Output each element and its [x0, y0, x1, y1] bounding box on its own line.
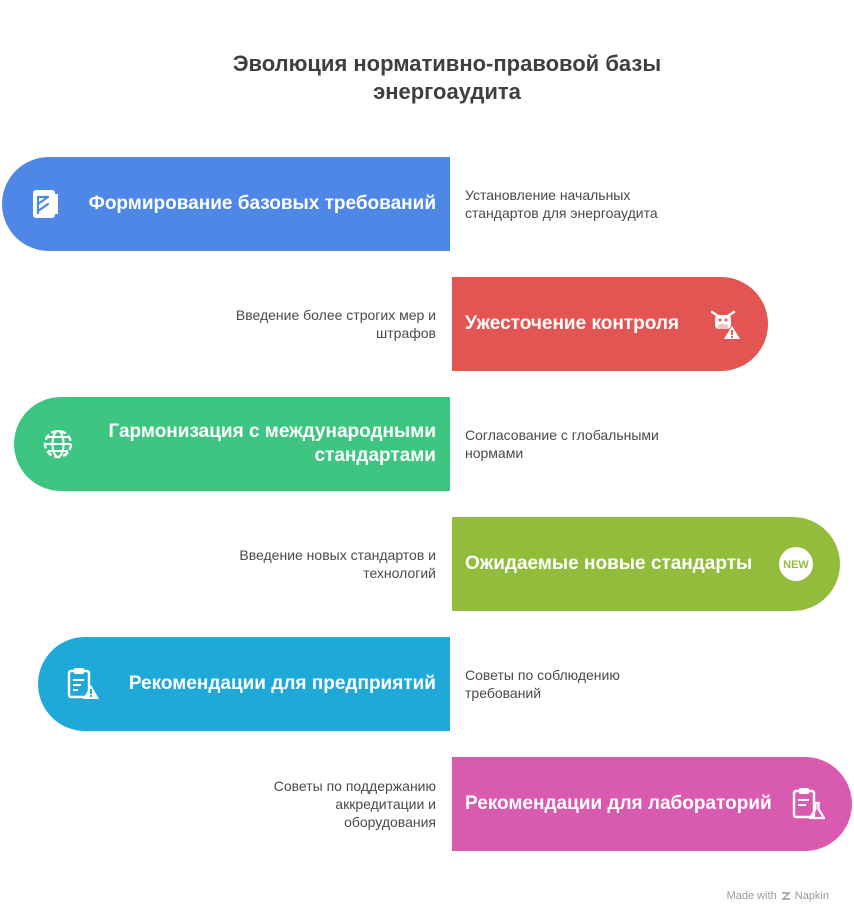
step-5-pill: Рекомендации для предприятий: [38, 637, 450, 731]
clipboard-warning-icon: [67, 668, 99, 699]
step-5-description: Советы по соблюдению требований: [465, 667, 620, 701]
step-1-description: Установление начальных стандартов для эн…: [465, 187, 658, 221]
step-5-label: Рекомендации для предприятий: [128, 673, 436, 694]
step-2-description: Введение более строгих мер и штрафов: [235, 307, 436, 341]
title-line-2: энергоаудита: [373, 79, 521, 104]
made-with-text: Made with: [726, 890, 777, 902]
step-6-pill: Рекомендации для лабораторий: [452, 757, 852, 851]
step-3-label: Гармонизация с международными стандартам…: [108, 421, 436, 466]
step-6-label: Рекомендации для лабораторий: [465, 793, 772, 814]
globe-icon: [43, 429, 73, 459]
step-1-pill: Формирование базовых требований: [2, 157, 450, 251]
napkin-logo-icon: [781, 892, 791, 900]
step-2-pill: Ужесточение контроля: [452, 277, 768, 371]
svg-text:NEW: NEW: [783, 559, 809, 571]
napkin-brand-text: Napkin: [794, 890, 829, 902]
page-title: Эволюция нормативно-правовой базы энерго…: [0, 50, 854, 106]
new-badge-icon: NEW: [779, 547, 813, 581]
step-1-label: Формирование базовых требований: [88, 193, 436, 214]
step-4-label: Ожидаемые новые стандарты: [465, 553, 753, 574]
step-3-pill: Гармонизация с международными стандартам…: [14, 397, 450, 491]
building-icon: [33, 190, 58, 218]
step-6-description: Советы по поддержанию аккредитации и обо…: [273, 778, 436, 830]
step-3-description: Согласование с глобальными нормами: [465, 427, 659, 461]
step-2-label: Ужесточение контроля: [465, 313, 680, 334]
napkin-footer: Made with Napkin: [727, 890, 829, 902]
step-4-pill: Ожидаемые новые стандарты NEW: [452, 517, 840, 611]
title-line-1: Эволюция нормативно-правовой базы: [232, 51, 662, 76]
clipboard-flask-icon: [792, 788, 826, 820]
step-4-description: Введение новых стандартов и технологий: [239, 547, 436, 581]
cow-warning-icon: [710, 310, 740, 339]
